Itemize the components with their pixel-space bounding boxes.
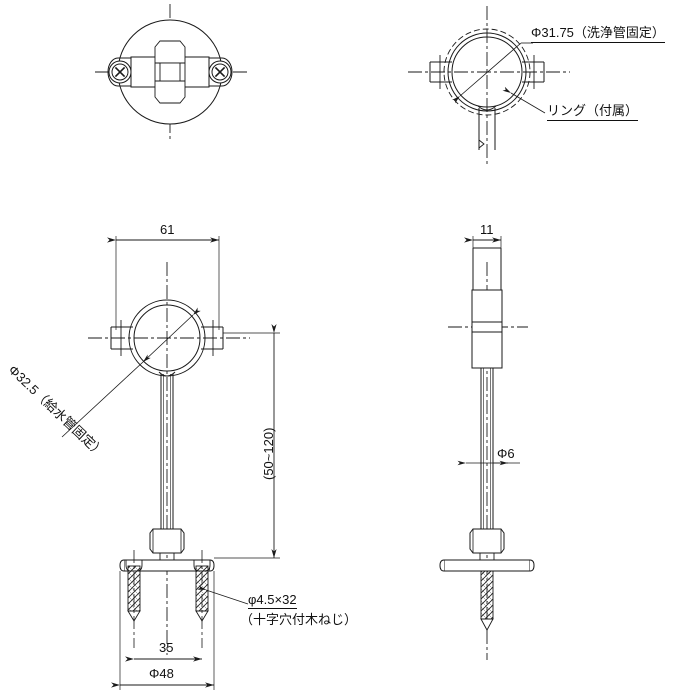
label-ring-diameter: Φ31.75（洗浄管固定） [531, 22, 665, 43]
view-front-elevation [61, 236, 280, 690]
view-plan-base [95, 4, 248, 140]
label-screw-note: （十字穴付木ねじ） [240, 612, 358, 627]
screw-head-left [108, 60, 132, 84]
leaders-plan-clamp [452, 42, 546, 114]
view-side-elevation [439, 236, 535, 660]
label-ring-note: リング（付属） [547, 100, 639, 121]
dimension-rod-diameter: Φ6 [497, 446, 515, 461]
dimension-side-width: 11 [480, 222, 494, 237]
dimension-clamp-width: 61 [160, 222, 175, 237]
view-plan-clamp [408, 6, 570, 165]
wood-screw-side [480, 570, 494, 631]
dimension-height-range: (50~120) [261, 427, 276, 480]
screw-head-right [208, 60, 232, 84]
dimension-base-diameter: Φ48 [149, 666, 174, 681]
dimension-screw-pitch: 35 [159, 640, 174, 655]
label-screw-spec: φ4.5×32 [248, 592, 297, 609]
